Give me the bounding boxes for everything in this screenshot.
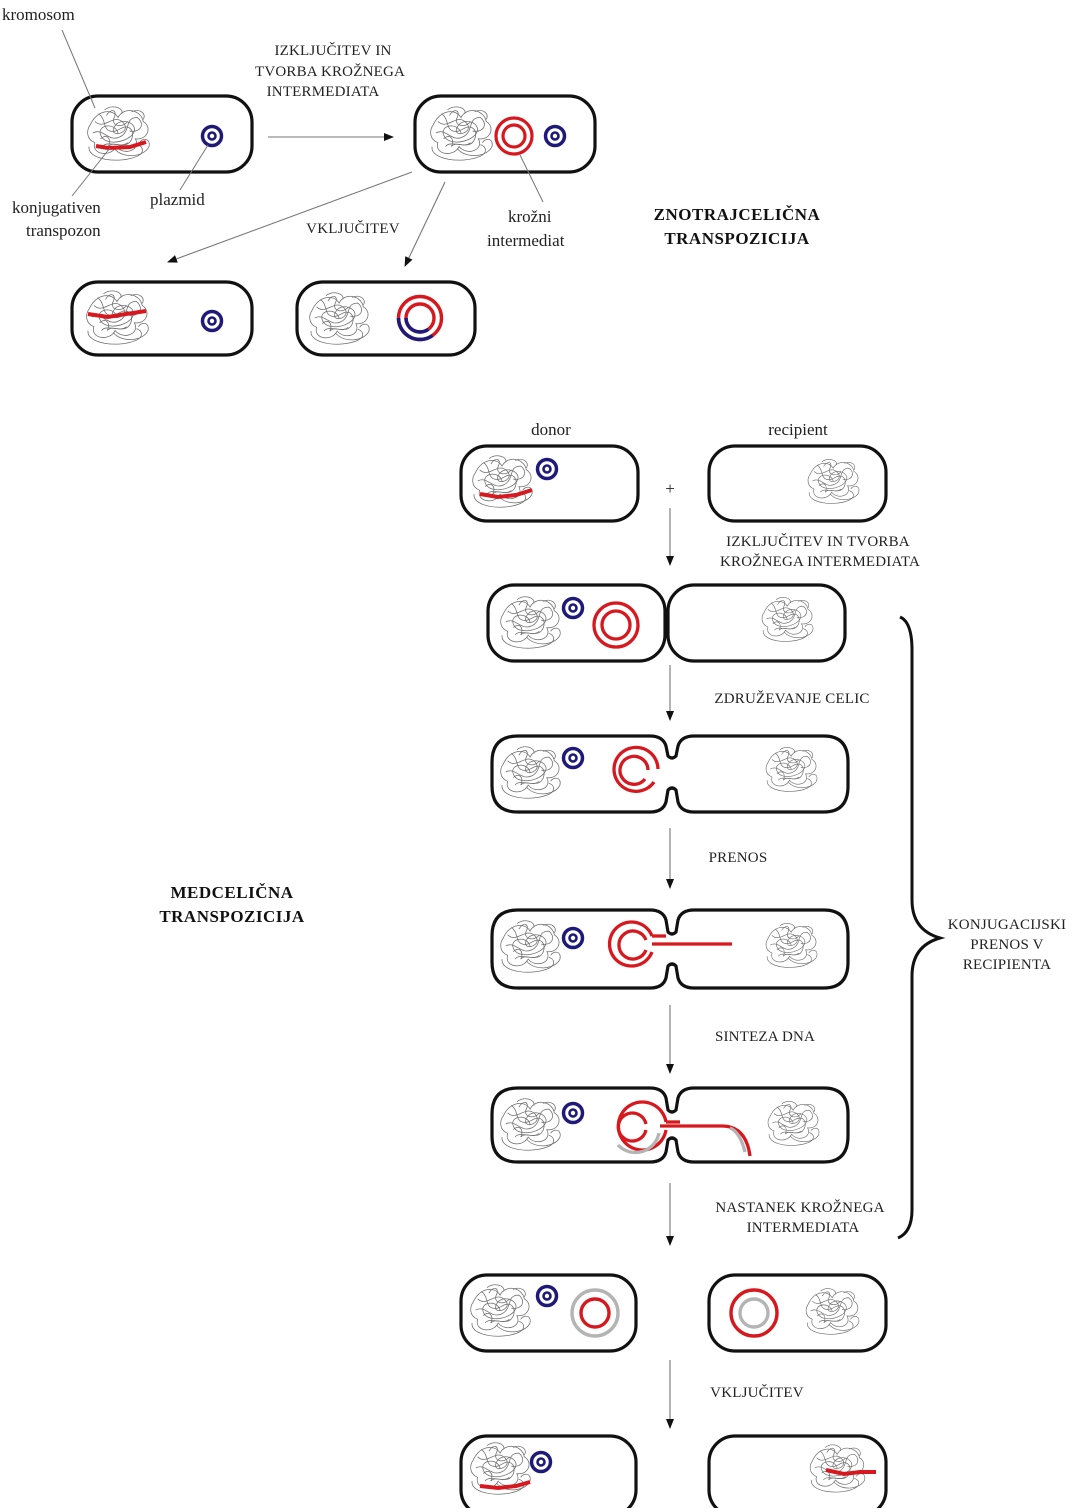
donor-transposon-mark: [479, 1480, 531, 1491]
transposon-label-line1: konjugativen: [12, 198, 101, 217]
intermediate-label-line1: krožni: [508, 207, 552, 226]
plasmid-icon: [200, 124, 224, 148]
cell-excised: [413, 94, 597, 174]
cell-plasmid-integration: [295, 280, 477, 357]
plasmid-icon: [561, 596, 585, 620]
row-final: [459, 1434, 888, 1508]
conjugative-transposon-mark: [95, 140, 147, 151]
intercellular-section: MEDCELIČNA TRANSPOZICIJA donor recipient…: [159, 420, 1066, 1508]
recipient-circle-icon: [729, 1288, 779, 1338]
row-transfer: [490, 908, 850, 990]
row-donor-recipient: +: [459, 444, 888, 523]
heading-intracellular-line2: TRANSPOZICIJA: [664, 229, 810, 248]
heading-intracellular-line1: ZNOTRAJCELIČNA: [654, 205, 821, 224]
cell-initial: [70, 94, 254, 174]
plasmid-icon: [535, 457, 559, 481]
recipient-transposon-mark: [825, 1468, 876, 1477]
step-transfer: PRENOS: [709, 850, 768, 866]
step-cell-fusion: ZDRUŽEVANJE CELIC: [714, 690, 869, 707]
circular-intermediate-icon: [592, 601, 640, 649]
step-circle-formation-line2: INTERMEDIATA: [747, 1220, 860, 1236]
step-dna-synthesis: SINTEZA DNA: [715, 1029, 815, 1045]
bracket-label-line1: KONJUGACIJSKI: [948, 917, 1066, 933]
step-integration-top: VKLJUČITEV: [306, 220, 400, 237]
plasmid-icon: [561, 746, 585, 770]
donor-transposon-mark: [479, 488, 533, 500]
plasmid-icon: [200, 309, 224, 333]
plasmid-icon: [529, 1450, 553, 1474]
donor-circle-icon: [570, 1288, 620, 1338]
circular-intermediate-icon: [494, 116, 534, 156]
integration-arrow-chromosome: [167, 171, 413, 263]
plus-sign: +: [665, 479, 675, 498]
plasmid-icon: [543, 124, 567, 148]
row-cell-fusion: [490, 734, 850, 814]
bracket-label-line3: RECIPIENTA: [963, 957, 1051, 973]
intracellular-section: kromosom konjugativen transpozon plazmid…: [2, 5, 821, 357]
bracket-label-line2: PRENOS V: [970, 937, 1043, 953]
row-intermediate: [486, 583, 847, 663]
row-circular-intermediates: [459, 1273, 888, 1353]
opened-intermediate-icon: [612, 745, 660, 793]
step-circle-formation-line1: NASTANEK KROŽNEGA: [715, 1199, 884, 1216]
heading-intercellular-line2: TRANSPOZICIJA: [159, 907, 305, 926]
plasmid-label: plazmid: [150, 190, 205, 209]
intermediate-label-line2: intermediat: [487, 231, 565, 250]
cell-chromosome-integration: [70, 280, 254, 357]
row-dna-synthesis: [490, 1086, 850, 1164]
step-excision-top-line3: INTERMEDIATA: [267, 84, 380, 100]
integrated-transposon-mark: [87, 309, 147, 320]
step-excision-top-line1: IZKLJUČITEV IN: [274, 42, 391, 59]
conjugation-bracket: [897, 615, 946, 1240]
transposon-leader: [71, 147, 111, 197]
chromosome-leader: [61, 29, 96, 109]
chromosome-label: kromosom: [2, 5, 75, 24]
plasmid-leader: [179, 144, 209, 191]
transposon-label-line2: transpozon: [26, 221, 101, 240]
step-excision-line1: IZKLJUČITEV IN TVORBA: [726, 533, 910, 550]
donor-label: donor: [531, 420, 571, 439]
step-excision-top-line2: TVORBA KROŽNEGA: [255, 63, 405, 80]
plasmid-icon: [535, 1284, 559, 1308]
step-excision-line2: KROŽNEGA INTERMEDIATA: [720, 553, 920, 570]
plasmid-icon: [561, 926, 585, 950]
transferring-strand-icon: [607, 920, 732, 968]
intermediate-leader: [519, 154, 544, 203]
step-integration: VKLJUČITEV: [710, 1384, 804, 1401]
recipient-label: recipient: [768, 420, 828, 439]
heading-intercellular-line1: MEDCELIČNA: [170, 883, 293, 902]
synthesis-strands-icon: [616, 1100, 752, 1157]
cointegrate-plasmid-icon: [396, 294, 444, 342]
integration-arrow-plasmid: [404, 181, 446, 267]
plasmid-icon: [561, 1101, 585, 1125]
